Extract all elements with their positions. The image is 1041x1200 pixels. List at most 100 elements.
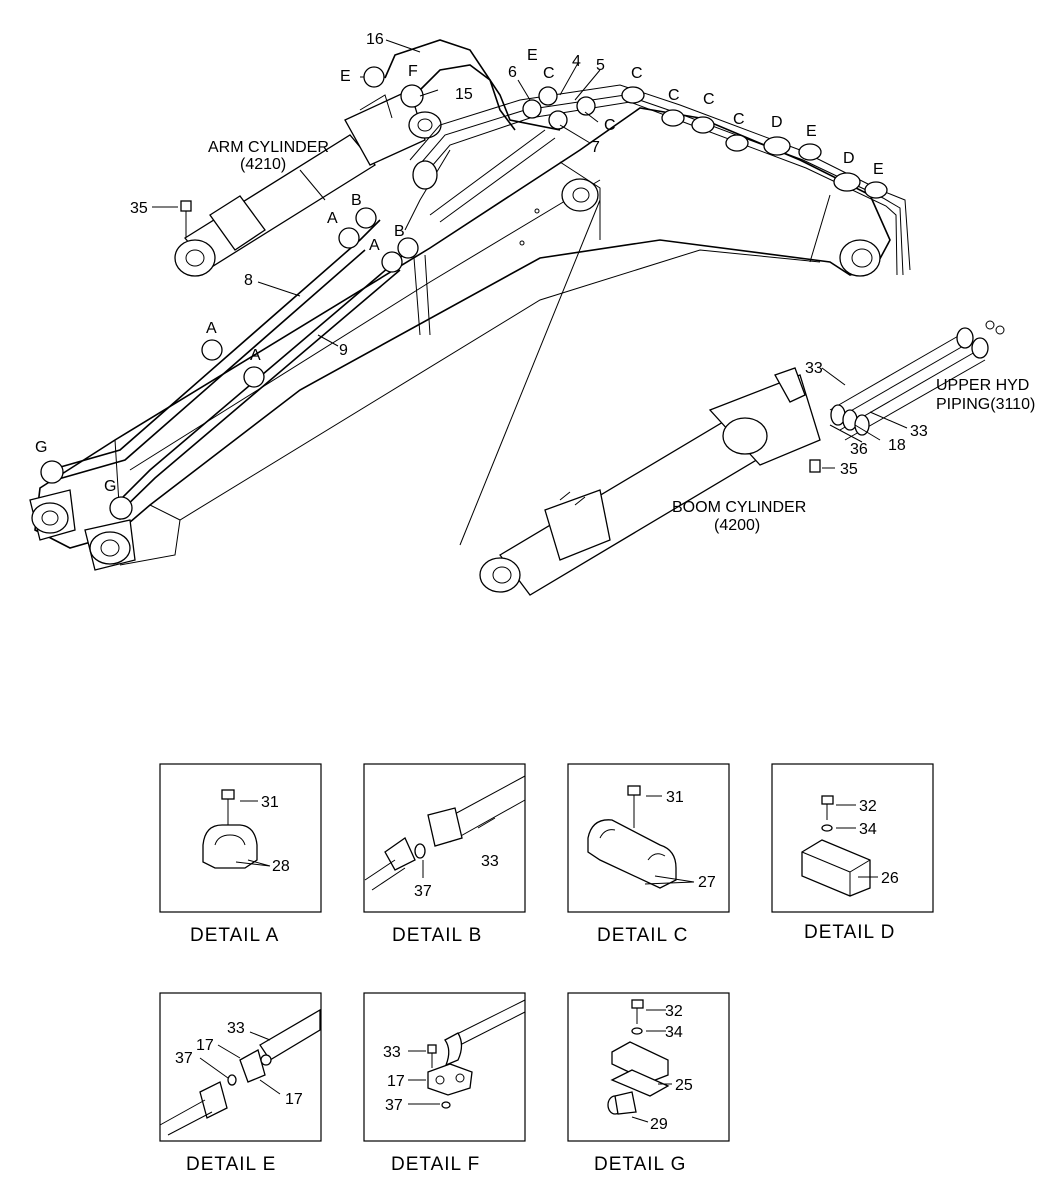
detail-b-panel: 33 37 DETAIL B	[363, 763, 526, 946]
detail-b-caption: DETAIL B	[392, 925, 482, 946]
ref-D1: D	[771, 114, 783, 131]
arm-cylinder	[174, 89, 442, 277]
ref-C1: C	[543, 65, 555, 82]
detail-g-callout-29: 29	[650, 1116, 668, 1133]
ref-A3: A	[206, 320, 217, 337]
detail-g-clamp-top	[611, 1041, 669, 1083]
detail-a-callout-28: 28	[272, 858, 290, 875]
detail-d-callout-34: 34	[859, 821, 877, 838]
upper-hyd-code: PIPING(3110)	[936, 396, 1035, 413]
detail-d-callout-26: 26	[881, 870, 899, 887]
detail-f-callout-17: 17	[387, 1073, 405, 1090]
boom-body	[29, 107, 891, 571]
detail-f-callout-37: 37	[385, 1097, 403, 1114]
detail-g-bolt-head	[631, 999, 644, 1009]
fastener-35	[180, 200, 821, 473]
ref-B2: B	[394, 223, 405, 240]
ref-E2: E	[527, 47, 538, 64]
detail-c-bolt-head	[627, 785, 641, 796]
ref-C4: C	[703, 91, 715, 108]
detail-b-callout-33: 33	[481, 853, 499, 870]
ref-E1: E	[340, 68, 351, 85]
callout-33a: 33	[805, 360, 823, 377]
detail-e-split-flange	[239, 1049, 266, 1083]
detail-f-caption: DETAIL F	[391, 1154, 480, 1175]
callout-7: 7	[591, 139, 600, 156]
callout-5: 5	[596, 57, 605, 74]
ref-G2: G	[104, 478, 116, 495]
detail-g-clamp-bottom	[610, 1069, 670, 1097]
upper-lines	[384, 39, 911, 276]
detail-a-caption: DETAIL A	[190, 925, 279, 946]
callout-leaders	[152, 39, 908, 469]
detail-a-panel: 31 28 DETAIL A	[159, 763, 322, 946]
arm-cylinder-label: ARM CYLINDER	[208, 139, 329, 156]
callout-9: 9	[339, 342, 348, 359]
detail-b-flange	[427, 807, 463, 847]
detail-d-panel: 32 34 26 DETAIL D	[771, 763, 934, 943]
boom-cylinder-leader	[459, 199, 601, 546]
detail-g-callout-34: 34	[665, 1024, 683, 1041]
detail-d-callout-32: 32	[859, 798, 877, 815]
callout-16: 16	[366, 31, 384, 48]
ref-E3: E	[806, 123, 817, 140]
ref-A2: A	[369, 237, 380, 254]
callout-35b: 35	[840, 461, 858, 478]
detail-f-split-flange	[427, 1063, 473, 1096]
ref-C5: C	[733, 111, 745, 128]
ref-F1: F	[408, 63, 418, 80]
callout-35a: 35	[130, 200, 148, 217]
callout-15: 15	[455, 86, 473, 103]
detail-g-callout-25: 25	[675, 1077, 693, 1094]
callout-8: 8	[244, 272, 253, 289]
ref-C3: C	[668, 87, 680, 104]
arm-cylinder-code: (4210)	[240, 156, 286, 173]
detail-a-bolt-head	[221, 789, 235, 800]
ref-C6: C	[604, 117, 616, 134]
detail-c-caption: DETAIL C	[597, 925, 688, 946]
ref-A4: A	[250, 347, 261, 364]
main-assembly-view: ARM CYLINDER (4210) BOOM CYLINDER (4200)…	[29, 31, 1035, 596]
detail-e-callout-33: 33	[227, 1020, 245, 1037]
detail-f-callout-33: 33	[383, 1044, 401, 1061]
ref-B1: B	[351, 192, 362, 209]
detail-e-callout-17a: 17	[196, 1037, 214, 1054]
pipes-8-9	[49, 219, 431, 513]
detail-c-callout-27: 27	[698, 874, 716, 891]
detail-d-clamp	[801, 839, 871, 897]
detail-c-callout-31: 31	[666, 789, 684, 806]
callout-6: 6	[508, 64, 517, 81]
detail-f-panel: 33 17 37 DETAIL F	[363, 992, 526, 1175]
detail-g-panel: 32 34 25 29 DETAIL G	[567, 992, 730, 1175]
detail-b-callout-37: 37	[414, 883, 432, 900]
ref-G1: G	[35, 439, 47, 456]
detail-e-callout-37: 37	[175, 1050, 193, 1067]
ref-C2: C	[631, 65, 643, 82]
detail-d-caption: DETAIL D	[804, 922, 895, 943]
boom-cylinder-code: (4200)	[714, 517, 760, 534]
ref-D2: D	[843, 150, 855, 167]
boom-cylinder-label: BOOM CYLINDER	[672, 499, 806, 516]
detail-a-clamp	[202, 824, 258, 869]
detail-c-clamp	[587, 819, 677, 889]
detail-d-bolt-head	[821, 795, 834, 805]
upper-hyd-piping	[829, 320, 1005, 441]
ref-E4: E	[873, 161, 884, 178]
detail-g-washer	[631, 1027, 643, 1035]
callout-36: 36	[850, 441, 868, 458]
detail-e-callout-17b: 17	[285, 1091, 303, 1108]
detail-g-callout-32: 32	[665, 1003, 683, 1020]
detail-d-washer	[821, 824, 833, 832]
detail-c-panel: 31 27 DETAIL C	[567, 763, 730, 946]
detail-markers	[40, 66, 888, 520]
boom-cylinder	[479, 367, 821, 596]
detail-a-callout-31: 31	[261, 794, 279, 811]
ref-A1: A	[327, 210, 338, 227]
detail-e-panel: 33 17 37 17 DETAIL E	[159, 992, 322, 1175]
detail-g-caption: DETAIL G	[594, 1154, 686, 1175]
upper-hyd-label: UPPER HYD	[936, 377, 1029, 394]
detail-e-caption: DETAIL E	[186, 1154, 276, 1175]
callout-33b: 33	[910, 423, 928, 440]
callout-18: 18	[888, 437, 906, 454]
